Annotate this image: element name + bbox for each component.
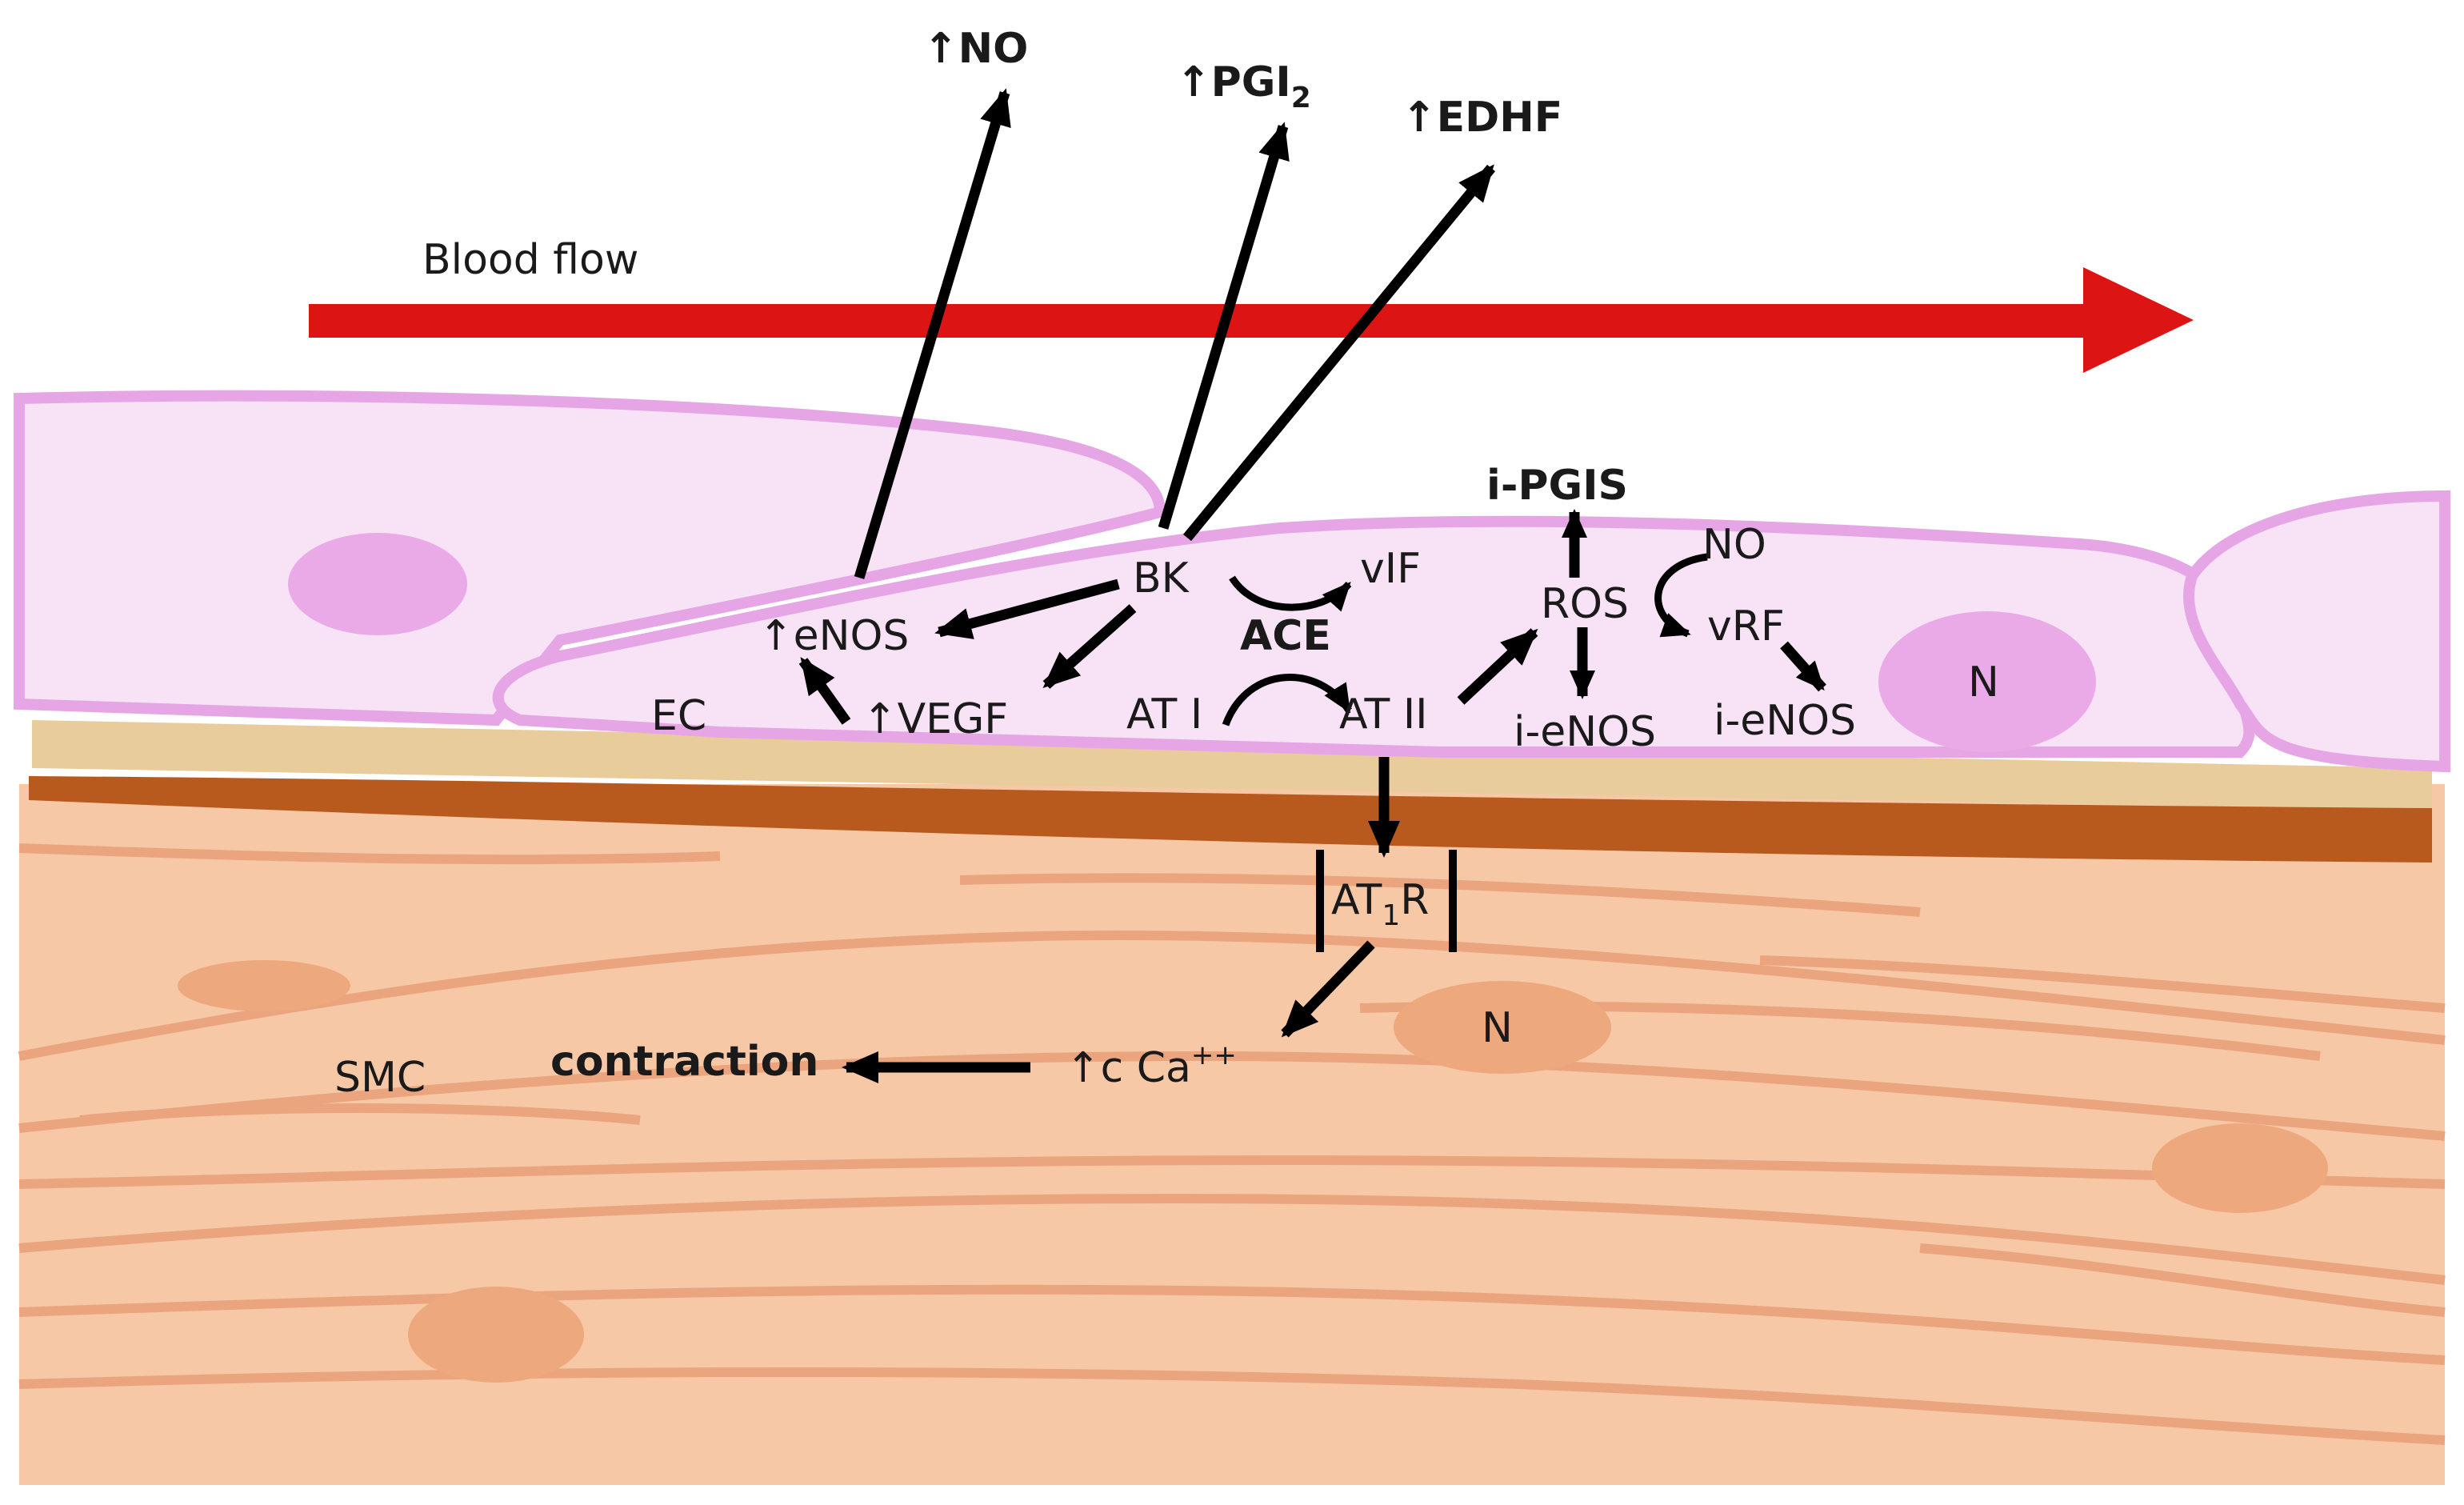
- arrow-vegf-to-enos: [798, 657, 851, 725]
- i-pgis-label: i-PGIS: [1486, 462, 1628, 510]
- endothelial-cell-left: [14, 390, 1166, 726]
- no-output-label: ↑NO: [923, 25, 1028, 73]
- pgi2-output-label: ↑PGI2: [1176, 58, 1311, 114]
- blood-flow-arrow: [309, 267, 2194, 373]
- blood-flow-label: Blood flow: [422, 236, 638, 284]
- bk-label: BK: [1133, 554, 1190, 602]
- curved-arrow-bk-to-vif: [1229, 575, 1352, 612]
- curved-arrow-no-to-vrf: [1654, 553, 1708, 638]
- smc-nucleus-labeled: [1394, 981, 1611, 1074]
- contraction-label: contraction: [550, 1038, 818, 1086]
- ec-nucleus-labeled: [1878, 611, 2096, 752]
- edhf-output-label: ↑EDHF: [1402, 94, 1562, 142]
- smc-nucleus: [178, 960, 350, 1011]
- ec-label: EC: [651, 692, 706, 740]
- at1r-label: AT1R: [1331, 876, 1429, 932]
- no-cell-label: NO: [1702, 521, 1766, 569]
- smc-nucleus-label: N: [1482, 1004, 1513, 1052]
- at-i-label: AT I: [1126, 690, 1202, 738]
- ec-nucleus: [288, 533, 467, 635]
- arrow-at2-to-ros: [1457, 628, 1538, 705]
- basement-membrane: [32, 720, 2432, 810]
- endothelial-cell-right: [2182, 490, 2450, 773]
- ace-label: ACE: [1240, 612, 1331, 660]
- at-ii-label: AT II: [1339, 690, 1428, 738]
- curved-arrow-ati-to-atii: [1222, 674, 1352, 726]
- c-ca-label: ↑c Ca++: [1066, 1039, 1237, 1092]
- i-enos-label-1: i-eNOS: [1514, 708, 1656, 756]
- ec-nucleus-label: N: [1968, 658, 1999, 706]
- arrow-at1r-to-ca: [1281, 940, 1375, 1038]
- smc-label: SMC: [334, 1054, 426, 1102]
- smc-nucleus: [2152, 1123, 2328, 1213]
- smooth-muscle-layer: [19, 784, 2445, 1485]
- i-enos-label-2: i-eNOS: [1714, 697, 1856, 745]
- arrows: [798, 88, 1826, 1083]
- smooth-muscle-fibers: [18, 843, 2446, 1445]
- arrow-bk-to-pgi2: [1158, 122, 1290, 530]
- curved-arrows: [1222, 553, 1708, 726]
- vif-label: vIF: [1360, 545, 1421, 593]
- vrf-label: vRF: [1707, 602, 1785, 650]
- smc-nucleus: [408, 1287, 584, 1383]
- elastic-lamina: [29, 776, 2432, 863]
- vegf-label: ↑VEGF: [862, 695, 1008, 743]
- arrow-bk-to-vegf: [1042, 604, 1137, 689]
- arrow-bk-to-edhf: [1182, 164, 1496, 542]
- arrow-vrf-to-ienos: [1780, 641, 1826, 692]
- arrow-enos-to-no: [854, 88, 1011, 579]
- arrow-bk-to-enos: [934, 578, 1120, 639]
- ros-label: ROS: [1541, 580, 1629, 628]
- enos-label: ↑eNOS: [758, 612, 909, 660]
